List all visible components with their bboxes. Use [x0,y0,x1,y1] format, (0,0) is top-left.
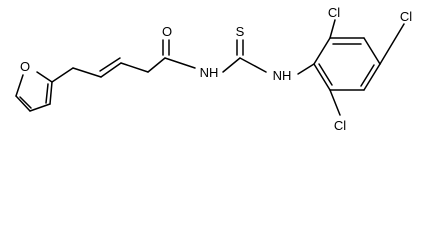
thiocarbonyl-sulfur-label: S [236,24,245,39]
carbonyl-group [147,39,196,73]
trichlorophenyl-ring [313,37,381,91]
chlorine-top-right-label: Cl [400,9,412,24]
furan-ring [15,71,53,112]
vinyl-linker [51,57,149,83]
chlorine-top-left-label: Cl [328,5,340,20]
chloro-substituents [329,19,405,116]
aryl-nh-label: NH [273,68,292,83]
chemical-structure: O O S NH NH Cl Cl Cl [15,5,412,133]
amide-nh-label: NH [200,65,219,80]
thiourea-group [222,39,315,75]
chlorine-bottom-label: Cl [334,118,346,133]
carbonyl-oxygen-label: O [162,24,172,39]
furan-oxygen-label: O [20,59,30,74]
